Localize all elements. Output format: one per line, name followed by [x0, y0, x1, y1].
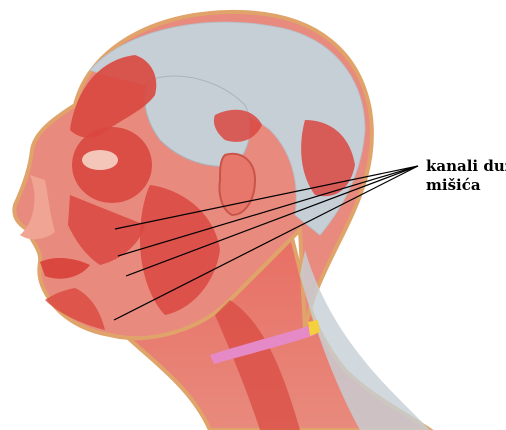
annotation-line-1: kanali duž [426, 157, 506, 176]
annotation-label: kanali duž mišića [426, 157, 506, 195]
annotation-line-2: mišića [426, 176, 506, 195]
eye [82, 150, 118, 170]
